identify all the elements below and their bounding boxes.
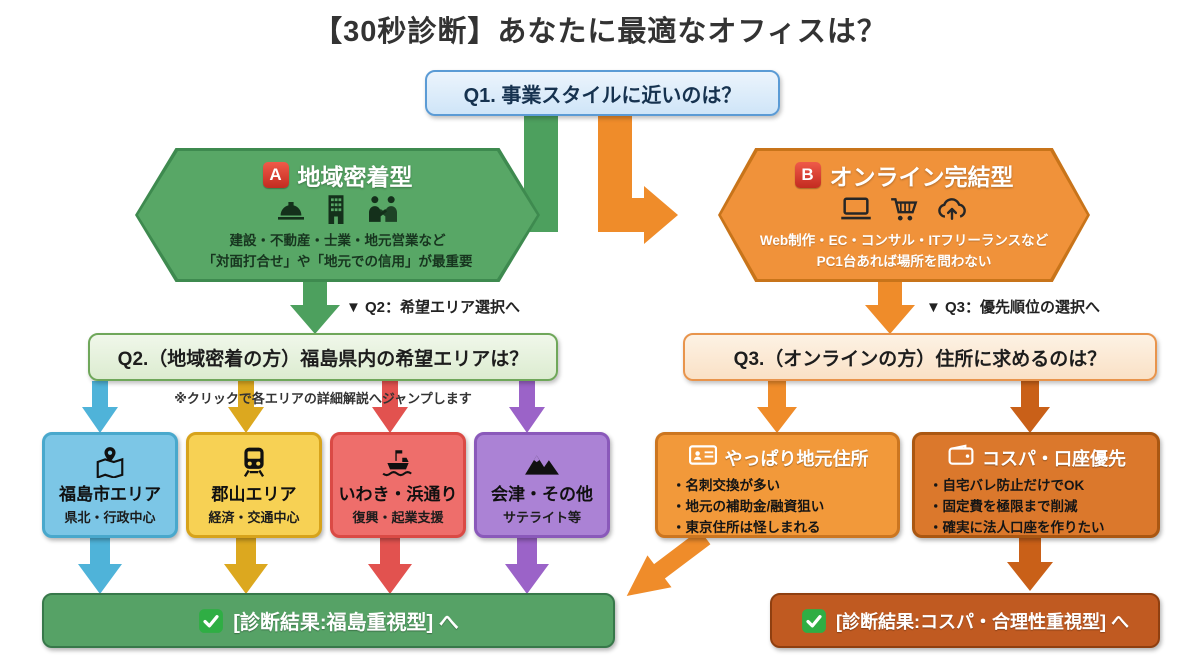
arrow-q2-to-koriyama: [228, 381, 264, 433]
area-desc: 県北・行政中心: [64, 510, 156, 525]
wallet-icon: [948, 444, 974, 471]
q2-box: Q2.（地域密着の方）福島県内の希望エリアは？: [88, 333, 558, 381]
answer-bullet: ・固定費を極限まで削減: [929, 498, 1078, 514]
arrow-q3-to-cost: [1010, 381, 1050, 433]
jump-label-q3: ▼ Q3：優先順位の選択へ: [926, 299, 1101, 316]
area-name: 福島市エリア: [59, 485, 161, 504]
branch-a-line2: 「対面打合せ」や「地元での信用」が最重要: [202, 253, 473, 269]
area-koriyama[interactable]: 郡山エリア 経済・交通中心: [186, 432, 322, 538]
ship-icon: [381, 444, 415, 478]
mountains-icon: [524, 444, 560, 478]
area-aizu-other[interactable]: 会津・その他 サテライト等: [474, 432, 610, 538]
business-card-icon: [688, 444, 717, 471]
arrow-q1-to-branch-b: [598, 116, 678, 244]
area-desc: 経済・交通中心: [208, 510, 300, 525]
arrow-cost-to-result: [1007, 538, 1053, 591]
answer-bullet: ・自宅バレ防止だけでOK: [929, 478, 1085, 493]
cloud-upload-icon: [935, 196, 969, 227]
train-icon: [240, 444, 268, 478]
result-label: [診断結果:コスパ・合理性重視型] へ: [836, 611, 1129, 632]
q2-label: Q2.（地域密着の方）福島県内の希望エリアは？: [117, 348, 529, 370]
branch-a-line1: 建設・不動産・士業・地元営業など: [229, 233, 446, 249]
arrow-fukushima-to-result: [78, 538, 122, 594]
branch-b-hexagon[interactable]: B オンライン完結型 Web制作・EC・コンサル・ITフリーランスなど PC1台…: [718, 148, 1090, 282]
area-name: いわき・浜通り: [338, 485, 458, 504]
q1-box: Q1. 事業スタイルに近いのは？: [425, 70, 780, 116]
arrow-local-to-fukushima-result: [626, 529, 711, 596]
cart-icon: [889, 196, 919, 227]
badge-b: B: [794, 162, 821, 189]
answer-bullet: ・地元の補助金/融資狙い: [672, 498, 825, 514]
badge-a: A: [262, 162, 289, 189]
check-icon: [801, 608, 827, 634]
page-title: 【30秒診断】あなたに最適なオフィスは？: [313, 16, 887, 48]
map-pin-icon: [94, 444, 126, 478]
branch-a-title: A 地域密着型: [262, 158, 413, 192]
branch-a-hexagon[interactable]: A 地域密着型 建設・不動産・士業・地元営業など 「対面打合せ」や「地元での信用…: [135, 148, 540, 282]
arrow-koriyama-to-result: [224, 538, 268, 594]
arrow-q2-to-fukushima: [82, 381, 118, 433]
answer-local-address[interactable]: やっぱり地元住所 ・名刺交換が多い ・地元の補助金/融資狙い ・東京住所は怪しま…: [655, 432, 900, 538]
branch-b-line1: Web制作・EC・コンサル・ITフリーランスなど: [759, 233, 1049, 249]
branch-b-line2: PC1台あれば場所を問わない: [816, 253, 992, 269]
arrow-branch-b-to-q3: [865, 270, 915, 334]
laptop-icon: [839, 196, 873, 227]
hard-hat-icon: [275, 196, 307, 227]
office-building-icon: [323, 194, 349, 229]
arrow-branch-a-to-q2: [290, 270, 340, 334]
area-fukushima-city[interactable]: 福島市エリア 県北・行政中心: [42, 432, 178, 538]
branch-a-title-text: 地域密着型: [297, 164, 413, 191]
area-name: 会津・その他: [491, 485, 593, 504]
arrow-iwaki-to-result: [368, 538, 412, 594]
handshake-people-icon: [365, 195, 401, 228]
area-name: 郡山エリア: [211, 485, 297, 504]
arrow-q3-to-local: [757, 381, 797, 433]
q2-note: ※クリックで各エリアの詳細解説へジャンプします: [174, 391, 472, 406]
area-iwaki-hamadori[interactable]: いわき・浜通り 復興・起業支援: [330, 432, 466, 538]
result-fukushima-link[interactable]: [診断結果:福島重視型] へ: [42, 593, 615, 648]
q3-box: Q3.（オンラインの方）住所に求めるのは？: [683, 333, 1157, 381]
q3-label: Q3.（オンラインの方）住所に求めるのは？: [733, 348, 1107, 370]
jump-label-q2: ▼ Q2：希望エリア選択へ: [346, 299, 521, 316]
q1-label: Q1. 事業スタイルに近いのは？: [463, 84, 742, 107]
check-icon: [198, 608, 224, 634]
branch-b-title-text: オンライン完結型: [829, 164, 1014, 191]
branch-b-title: B オンライン完結型: [794, 158, 1014, 192]
area-desc: 復興・起業支援: [352, 510, 444, 525]
answer-bullet: ・確実に法人口座を作りたい: [929, 519, 1105, 535]
arrow-aizu-to-result: [505, 538, 549, 594]
arrow-q2-to-aizu: [509, 381, 545, 433]
answer-cost-priority[interactable]: コスパ・口座優先 ・自宅バレ防止だけでOK ・固定費を極限まで削減 ・確実に法人…: [912, 432, 1160, 538]
answer-title: コスパ・口座優先: [982, 448, 1126, 469]
answer-title: やっぱり地元住所: [724, 448, 869, 469]
answer-bullet: ・名刺交換が多い: [672, 478, 780, 493]
result-label: [診断結果:福島重視型] へ: [233, 612, 459, 634]
result-cost-link[interactable]: [診断結果:コスパ・合理性重視型] へ: [770, 593, 1160, 648]
arrow-q2-to-iwaki: [372, 381, 408, 433]
answer-bullet: ・東京住所は怪しまれる: [672, 519, 821, 535]
area-desc: サテライト等: [502, 510, 581, 525]
